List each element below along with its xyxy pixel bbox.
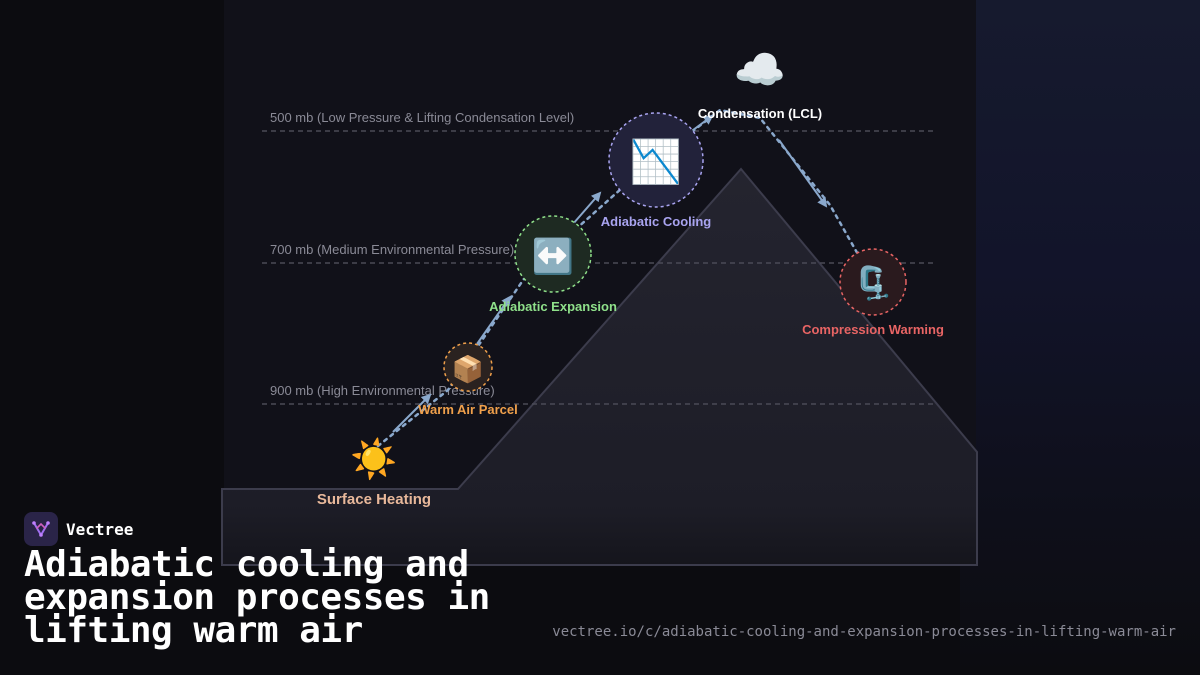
- cloud-icon: ☁️: [734, 46, 786, 93]
- stage-label-adiabatic-expansion: Adiabatic Expansion: [489, 299, 617, 314]
- flow-arrow-5: [778, 139, 828, 208]
- flow-arrow-1: [392, 393, 432, 433]
- adiabatic-expansion-circle: [514, 215, 592, 293]
- stage-label-condensation: Condensation (LCL): [698, 106, 822, 121]
- stage-label-warm-air-parcel: Warm Air Parcel: [418, 402, 517, 417]
- warm-air-parcel-circle: [443, 342, 493, 392]
- source-url[interactable]: vectree.io/c/adiabatic-cooling-and-expan…: [552, 624, 1176, 640]
- background-glow: [960, 0, 1200, 675]
- level-label-900mb: 900 mb (High Environmental Pressure): [270, 383, 495, 398]
- left-right-arrow-icon: ↔️: [532, 237, 574, 276]
- level-label-700mb: 700 mb (Medium Environmental Pressure): [270, 242, 514, 257]
- compression-warming-circle: [839, 248, 907, 316]
- page-title: Adiabatic cooling and expansion processe…: [24, 544, 490, 651]
- sun-icon: ☀️: [350, 436, 397, 482]
- box-icon: 📦: [452, 354, 484, 384]
- chart-decreasing-icon: 📉: [630, 137, 682, 186]
- vectree-logo-icon: [24, 512, 58, 546]
- level-label-500mb: 500 mb (Low Pressure & Lifting Condensat…: [270, 110, 574, 125]
- brand-name: Vectree: [66, 519, 134, 539]
- flow-arrow-2: [476, 295, 512, 345]
- mountain: [221, 167, 978, 566]
- stage-label-adiabatic-cooling: Adiabatic Cooling: [601, 214, 712, 229]
- stage-label-surface-heating: Surface Heating: [317, 491, 431, 508]
- brand: Vectree: [24, 512, 133, 546]
- stage-label-compression-warming: Compression Warming: [802, 322, 944, 337]
- adiabatic-cooling-circle: [608, 112, 704, 208]
- clamp-icon: 🗜️: [853, 265, 893, 301]
